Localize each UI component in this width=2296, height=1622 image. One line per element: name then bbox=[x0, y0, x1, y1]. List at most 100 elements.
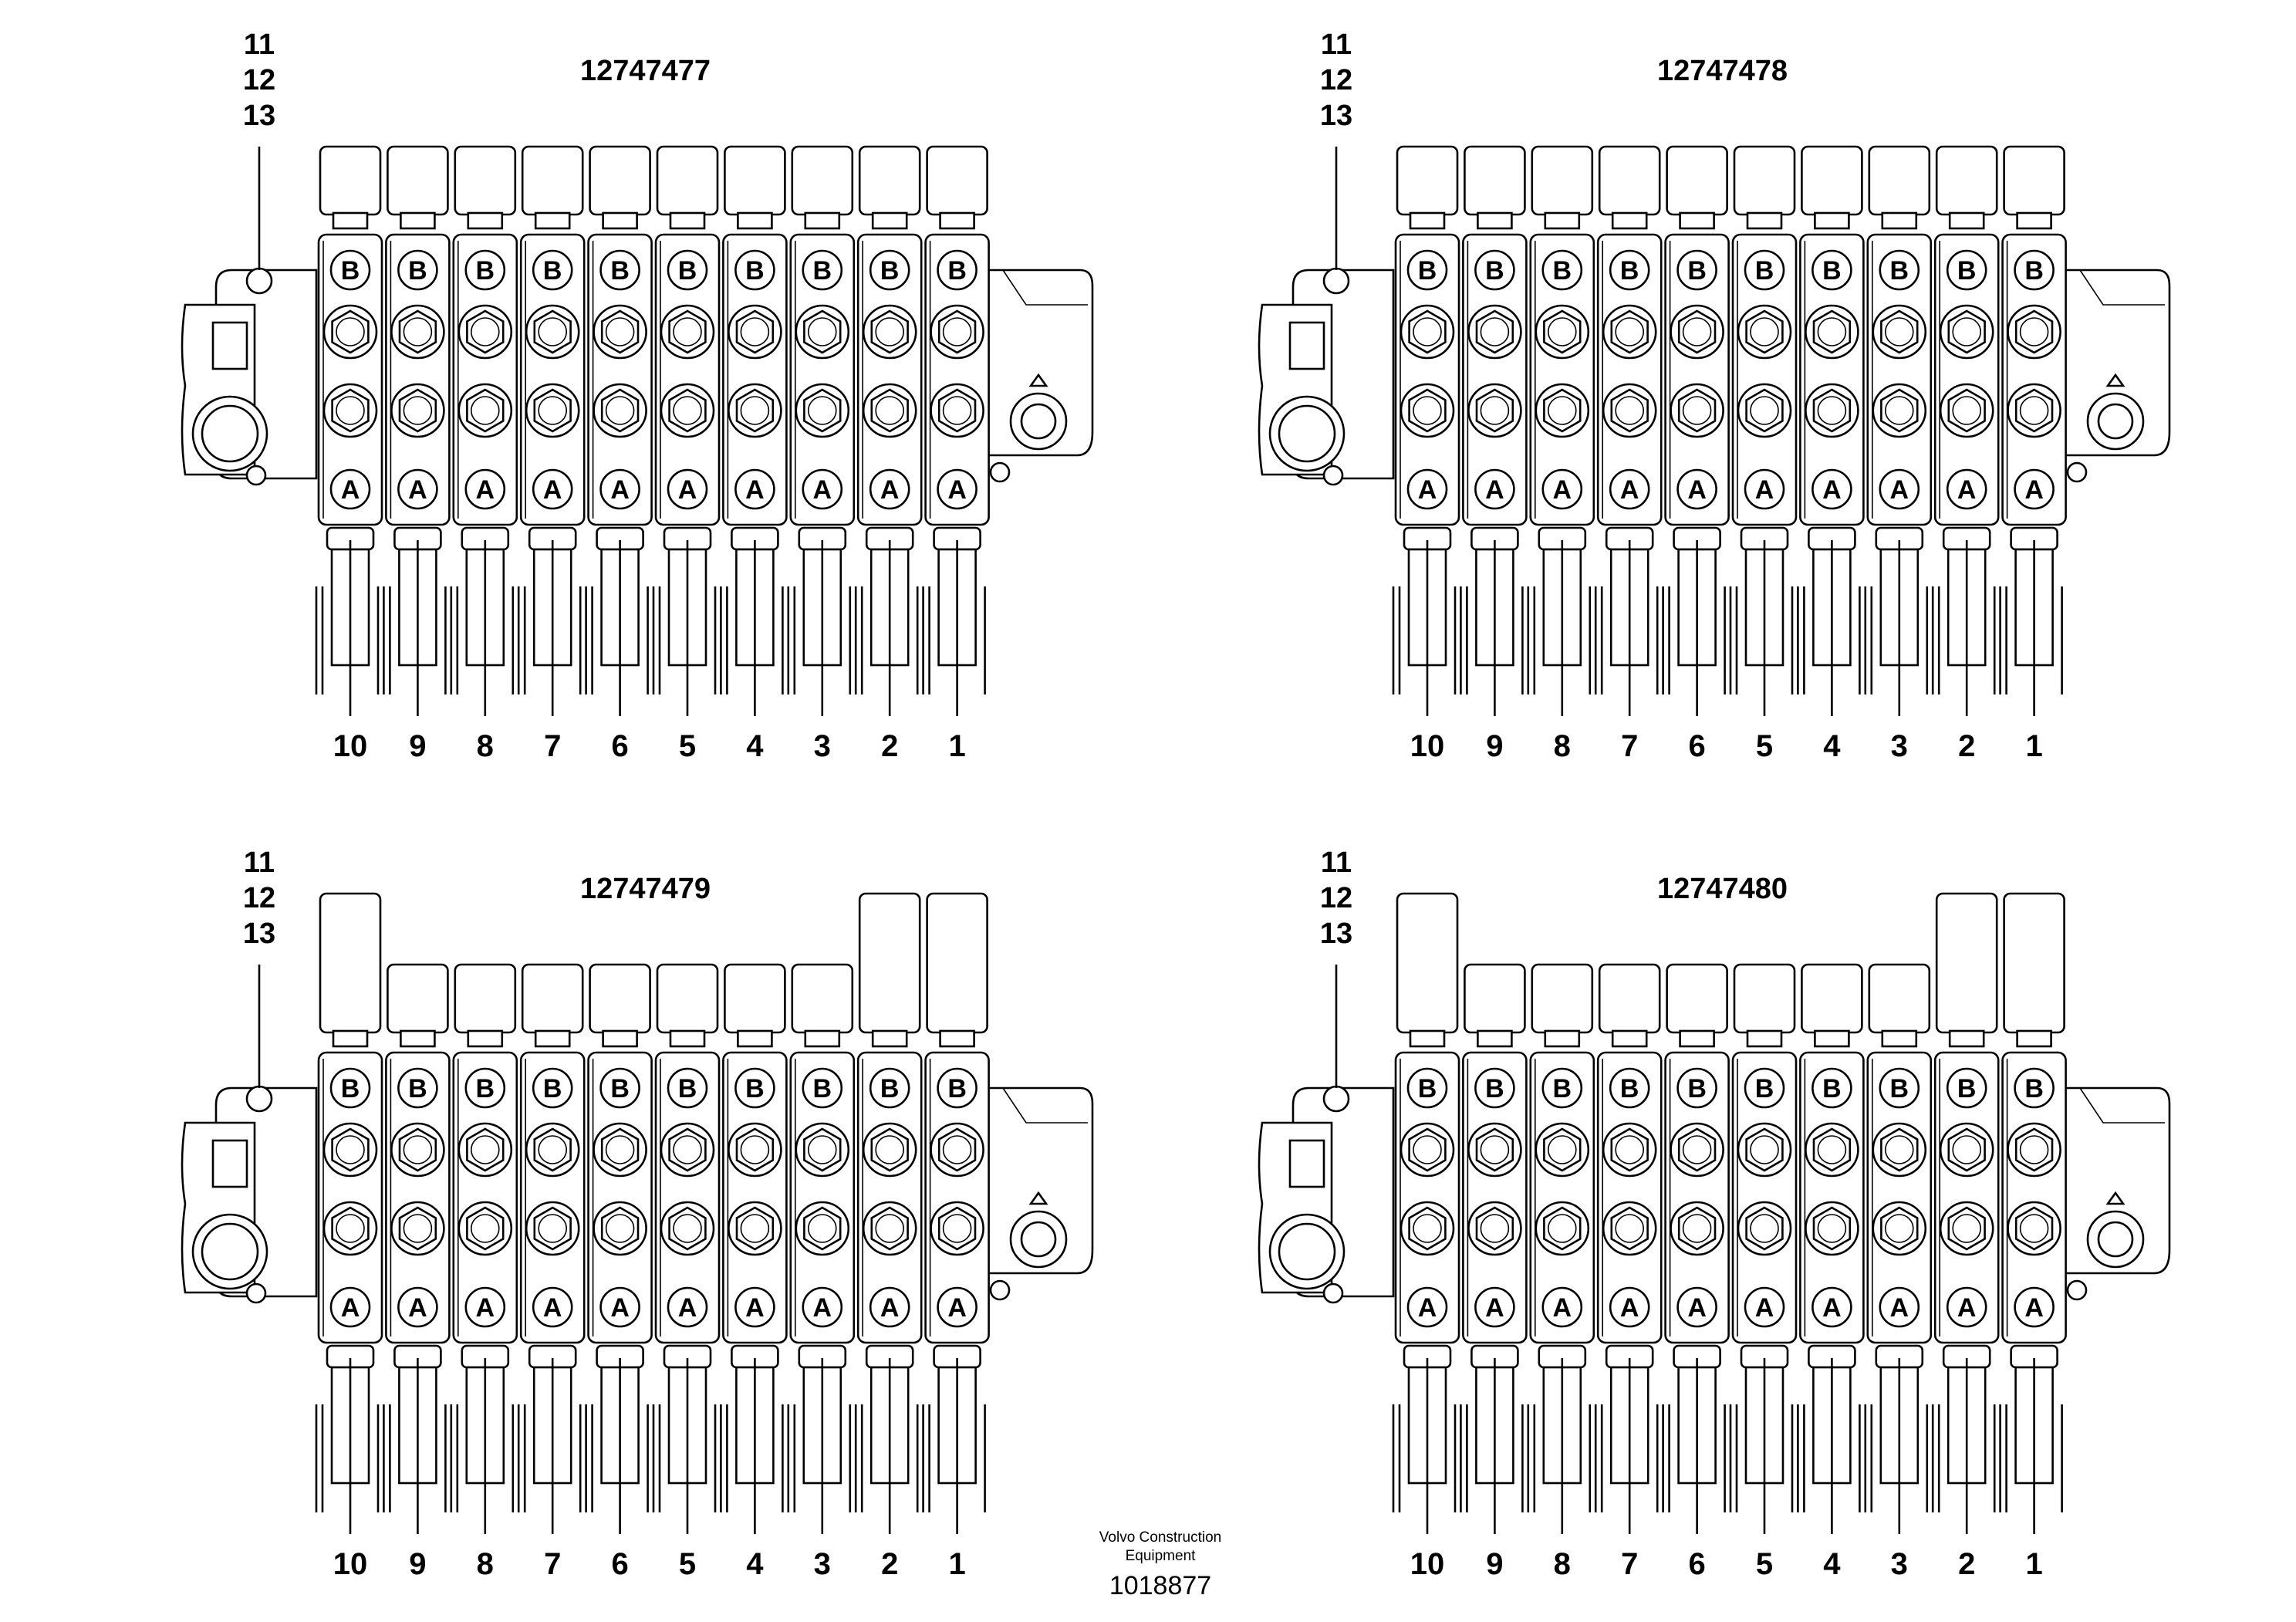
plug-face bbox=[538, 1135, 568, 1164]
valve-section-8: BA8 bbox=[450, 145, 518, 763]
port-b-circle bbox=[1676, 1067, 1717, 1109]
plug-face bbox=[1480, 1214, 1510, 1243]
hex-plug bbox=[2014, 1206, 2054, 1251]
plug-face bbox=[1615, 317, 1645, 346]
port-b-circle bbox=[1744, 249, 1785, 291]
lever-link bbox=[652, 1404, 661, 1512]
port-b-label: B bbox=[1755, 1074, 1774, 1103]
section-cap bbox=[454, 145, 517, 216]
section-cap bbox=[454, 963, 517, 1034]
plug-face bbox=[470, 1214, 500, 1243]
hex-plug bbox=[398, 1206, 437, 1251]
section-number: 7 bbox=[544, 729, 561, 763]
port-b-label: B bbox=[1687, 1074, 1707, 1103]
section-number: 10 bbox=[333, 1547, 368, 1581]
port-b-circle bbox=[869, 1067, 910, 1109]
port-b-label: B bbox=[1822, 256, 1842, 286]
hex-plug bbox=[1880, 1127, 1919, 1172]
port-a-circle bbox=[869, 468, 910, 510]
section-cap bbox=[387, 963, 449, 1034]
section-cap bbox=[858, 145, 921, 216]
plug-face bbox=[942, 396, 972, 425]
section-cap bbox=[521, 145, 584, 216]
port-b-circle bbox=[734, 249, 775, 291]
hex-plug bbox=[331, 388, 370, 433]
cap-clip bbox=[1477, 1029, 1513, 1048]
cap-clip bbox=[400, 1029, 436, 1048]
inlet-bolt bbox=[1322, 1282, 1344, 1304]
section-number: 5 bbox=[679, 729, 696, 763]
section-number: 4 bbox=[746, 1547, 764, 1581]
hex-plug bbox=[2014, 1127, 2054, 1172]
valve-section-8: BA8 bbox=[1527, 963, 1595, 1581]
plug-face bbox=[808, 317, 837, 346]
port-b-label: B bbox=[408, 256, 427, 286]
valve-diagram-3: BA10BA9BA8BA7BA6BA5BA4BA3BA2BA1127474791… bbox=[181, 846, 1094, 1581]
plug-face bbox=[470, 396, 500, 425]
section-body bbox=[519, 1051, 586, 1344]
plug-face bbox=[1547, 396, 1577, 425]
plug-face bbox=[808, 1214, 837, 1243]
section-number: 2 bbox=[1958, 1547, 1975, 1581]
port-a-circle bbox=[464, 1286, 506, 1328]
plug-face bbox=[1885, 1135, 1914, 1164]
figure-id: 1018877 bbox=[1109, 1571, 1211, 1600]
hex-plug bbox=[1880, 388, 1919, 433]
hex-plug bbox=[1475, 388, 1514, 433]
plug-face bbox=[1952, 317, 1981, 346]
section-cap bbox=[926, 892, 988, 1034]
plug-face bbox=[1682, 1214, 1712, 1243]
cap-clip bbox=[1409, 211, 1446, 230]
port-b-circle bbox=[667, 249, 708, 291]
hex-plug bbox=[1745, 1206, 1784, 1251]
port-a-label: A bbox=[813, 1293, 832, 1323]
plug-face bbox=[1615, 1135, 1645, 1164]
hex-plug bbox=[466, 1127, 505, 1172]
port-a-circle bbox=[1946, 1286, 1987, 1328]
section-body bbox=[924, 233, 990, 526]
hex-plug bbox=[2014, 309, 2054, 354]
port-a-circle bbox=[599, 1286, 640, 1328]
port-a-label: A bbox=[610, 475, 630, 505]
section-cap bbox=[387, 145, 449, 216]
lever-link bbox=[787, 586, 796, 694]
section-body bbox=[924, 1051, 990, 1344]
hex-plug bbox=[1677, 1127, 1717, 1172]
valve-section-5: BA5 bbox=[652, 963, 721, 1581]
plug-face bbox=[1547, 1135, 1577, 1164]
section-body bbox=[519, 233, 586, 526]
plug-face bbox=[875, 1214, 904, 1243]
port-b-label: B bbox=[2024, 1074, 2044, 1103]
hex-plug bbox=[2014, 388, 2054, 433]
section-number: 3 bbox=[1891, 729, 1908, 763]
valve-section-9: BA9 bbox=[383, 963, 451, 1581]
valve-section-4: BA4 bbox=[1797, 963, 1865, 1581]
hex-plug bbox=[870, 1127, 909, 1172]
section-number: 1 bbox=[948, 1547, 965, 1581]
lever-link bbox=[1594, 1404, 1603, 1512]
port-a-label: A bbox=[1553, 475, 1572, 505]
hex-plug bbox=[937, 1127, 977, 1172]
cap-clip bbox=[602, 1029, 638, 1048]
port-a-circle bbox=[599, 468, 640, 510]
section-body bbox=[1664, 233, 1730, 526]
hex-plug bbox=[803, 388, 842, 433]
callout-13: 13 bbox=[1320, 917, 1352, 950]
company-name-line1: Volvo Construction bbox=[1099, 1529, 1221, 1546]
plug-face bbox=[2019, 1135, 2049, 1164]
section-cap bbox=[1868, 963, 1931, 1034]
plug-face bbox=[605, 1214, 635, 1243]
section-number: 9 bbox=[1486, 729, 1503, 763]
section-cap bbox=[1733, 145, 1796, 216]
port-b-label: B bbox=[1485, 1074, 1504, 1103]
port-b-label: B bbox=[1418, 1074, 1437, 1103]
valve-section-6: BA6 bbox=[585, 145, 653, 763]
plug-face bbox=[740, 396, 770, 425]
port-b-circle bbox=[869, 249, 910, 291]
section-number: 6 bbox=[611, 729, 628, 763]
port-b-label: B bbox=[1957, 256, 1977, 286]
plug-face bbox=[605, 317, 635, 346]
hex-plug bbox=[1812, 1127, 1852, 1172]
valve-section-5: BA5 bbox=[1729, 145, 1798, 763]
valve-section-2: BA2 bbox=[854, 145, 923, 763]
